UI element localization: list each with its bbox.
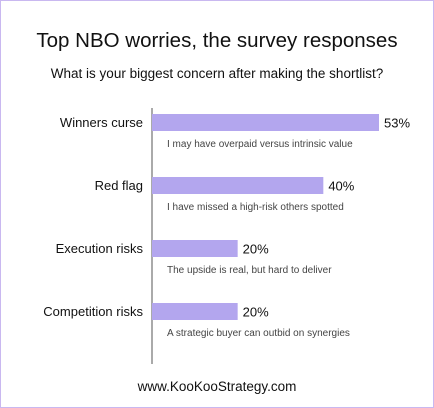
category-label-2: Red flag: [95, 178, 143, 193]
category-label-4: Competition risks: [43, 304, 143, 319]
category-label-1: Winners curse: [60, 115, 143, 130]
annotation-1: I may have overpaid versus intrinsic val…: [167, 139, 353, 150]
value-label-4: 20%: [243, 305, 269, 320]
value-label-2: 40%: [328, 179, 354, 194]
bar-4: [152, 303, 238, 320]
chart-subtitle: What is your biggest concern after makin…: [50, 66, 384, 81]
bar-3: [152, 240, 238, 257]
category-label-3: Execution risks: [56, 241, 144, 256]
chart-title: Top NBO worries, the survey responses: [36, 29, 398, 52]
bar-1: [152, 114, 379, 131]
annotation-2: I have missed a high-risk others spotted: [167, 202, 344, 213]
annotation-4: A strategic buyer can outbid on synergie…: [167, 328, 350, 339]
bar-2: [152, 177, 324, 194]
value-label-1: 53%: [384, 116, 410, 131]
footer-website: www.KooKooStrategy.com: [137, 379, 297, 394]
bars-group: Winners curse 53% I may have overpaid vers…: [43, 114, 410, 339]
value-label-3: 20%: [243, 242, 269, 257]
annotation-3: The upside is real, but hard to deliver: [167, 265, 332, 276]
